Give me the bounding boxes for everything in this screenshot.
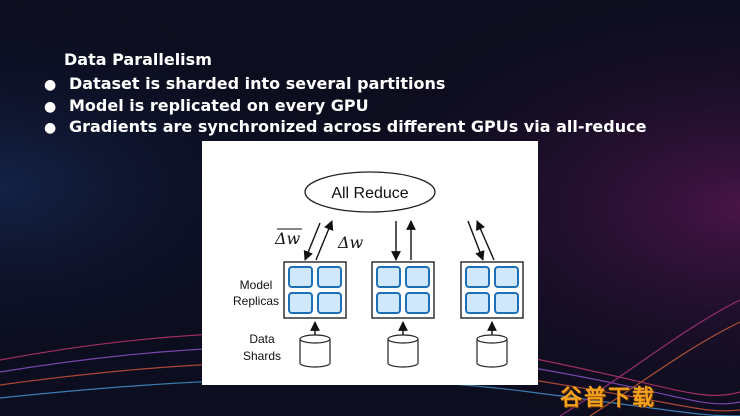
data-shard-top-2 — [387, 334, 419, 344]
diagram-panel: All Reduce Δw Δw Model Replicas Data Sha… — [202, 141, 538, 385]
data-label-line1: Data — [249, 332, 275, 346]
bullet-dot: ● — [44, 98, 57, 115]
replica-1-cell — [288, 292, 313, 314]
replica-3-cell — [465, 266, 490, 288]
replica-1-cell — [288, 266, 313, 288]
bullet-dot: ● — [44, 120, 57, 136]
bullet-item: ● Dataset is sharded into several partiti… — [44, 74, 646, 96]
replica-2-cell — [376, 266, 401, 288]
replica-2-cell — [405, 266, 430, 288]
all-reduce-label: All Reduce — [331, 185, 408, 202]
bullet-text: Dataset is sharded into several partitio… — [69, 74, 446, 93]
bullet-text: Model is replicated on every GPU — [69, 95, 369, 115]
data-parallel-diagram: All Reduce Δw Δw Model Replicas Data Sha… — [233, 171, 524, 368]
bullet-list: ● Dataset is sharded into several partiti… — [44, 74, 646, 139]
bullet-item: ● Model is replicated on every GPU — [44, 96, 646, 118]
model-label-line1: Model — [240, 278, 273, 292]
model-label-line2: Replicas — [233, 294, 279, 308]
replica-2-cell — [376, 292, 401, 314]
replica-1-cell — [317, 266, 342, 288]
arrow-up-1 — [315, 220, 334, 261]
slide-heading: Data Parallelism — [64, 50, 212, 69]
gradient-label: Δw — [337, 233, 364, 252]
average-gradient-label: Δw — [274, 229, 301, 248]
arrow-up-3 — [476, 220, 495, 261]
data-label-line2: Shards — [243, 349, 281, 363]
replica-3-cell — [494, 292, 519, 314]
replica-3-cell — [465, 292, 490, 314]
data-shard-2 — [387, 339, 419, 368]
replica-1-cell — [317, 292, 342, 314]
bullet-dot: ● — [44, 77, 57, 93]
arrow-down-3 — [467, 220, 485, 261]
watermark-logo: 谷普下载 — [560, 386, 657, 411]
bullet-text: Gradients are synchronized across differ… — [69, 117, 647, 136]
bullet-item: ● Gradients are synchronized across diffe… — [44, 117, 646, 139]
replica-3-cell — [494, 266, 519, 288]
data-shard-top-3 — [476, 334, 508, 344]
replica-2-cell — [405, 292, 430, 314]
data-shard-3 — [476, 339, 508, 368]
data-shard-top-1 — [299, 334, 331, 344]
all-reduce-ellipse — [304, 171, 436, 213]
data-shard-1 — [299, 339, 331, 368]
arrow-down-1 — [303, 222, 321, 261]
